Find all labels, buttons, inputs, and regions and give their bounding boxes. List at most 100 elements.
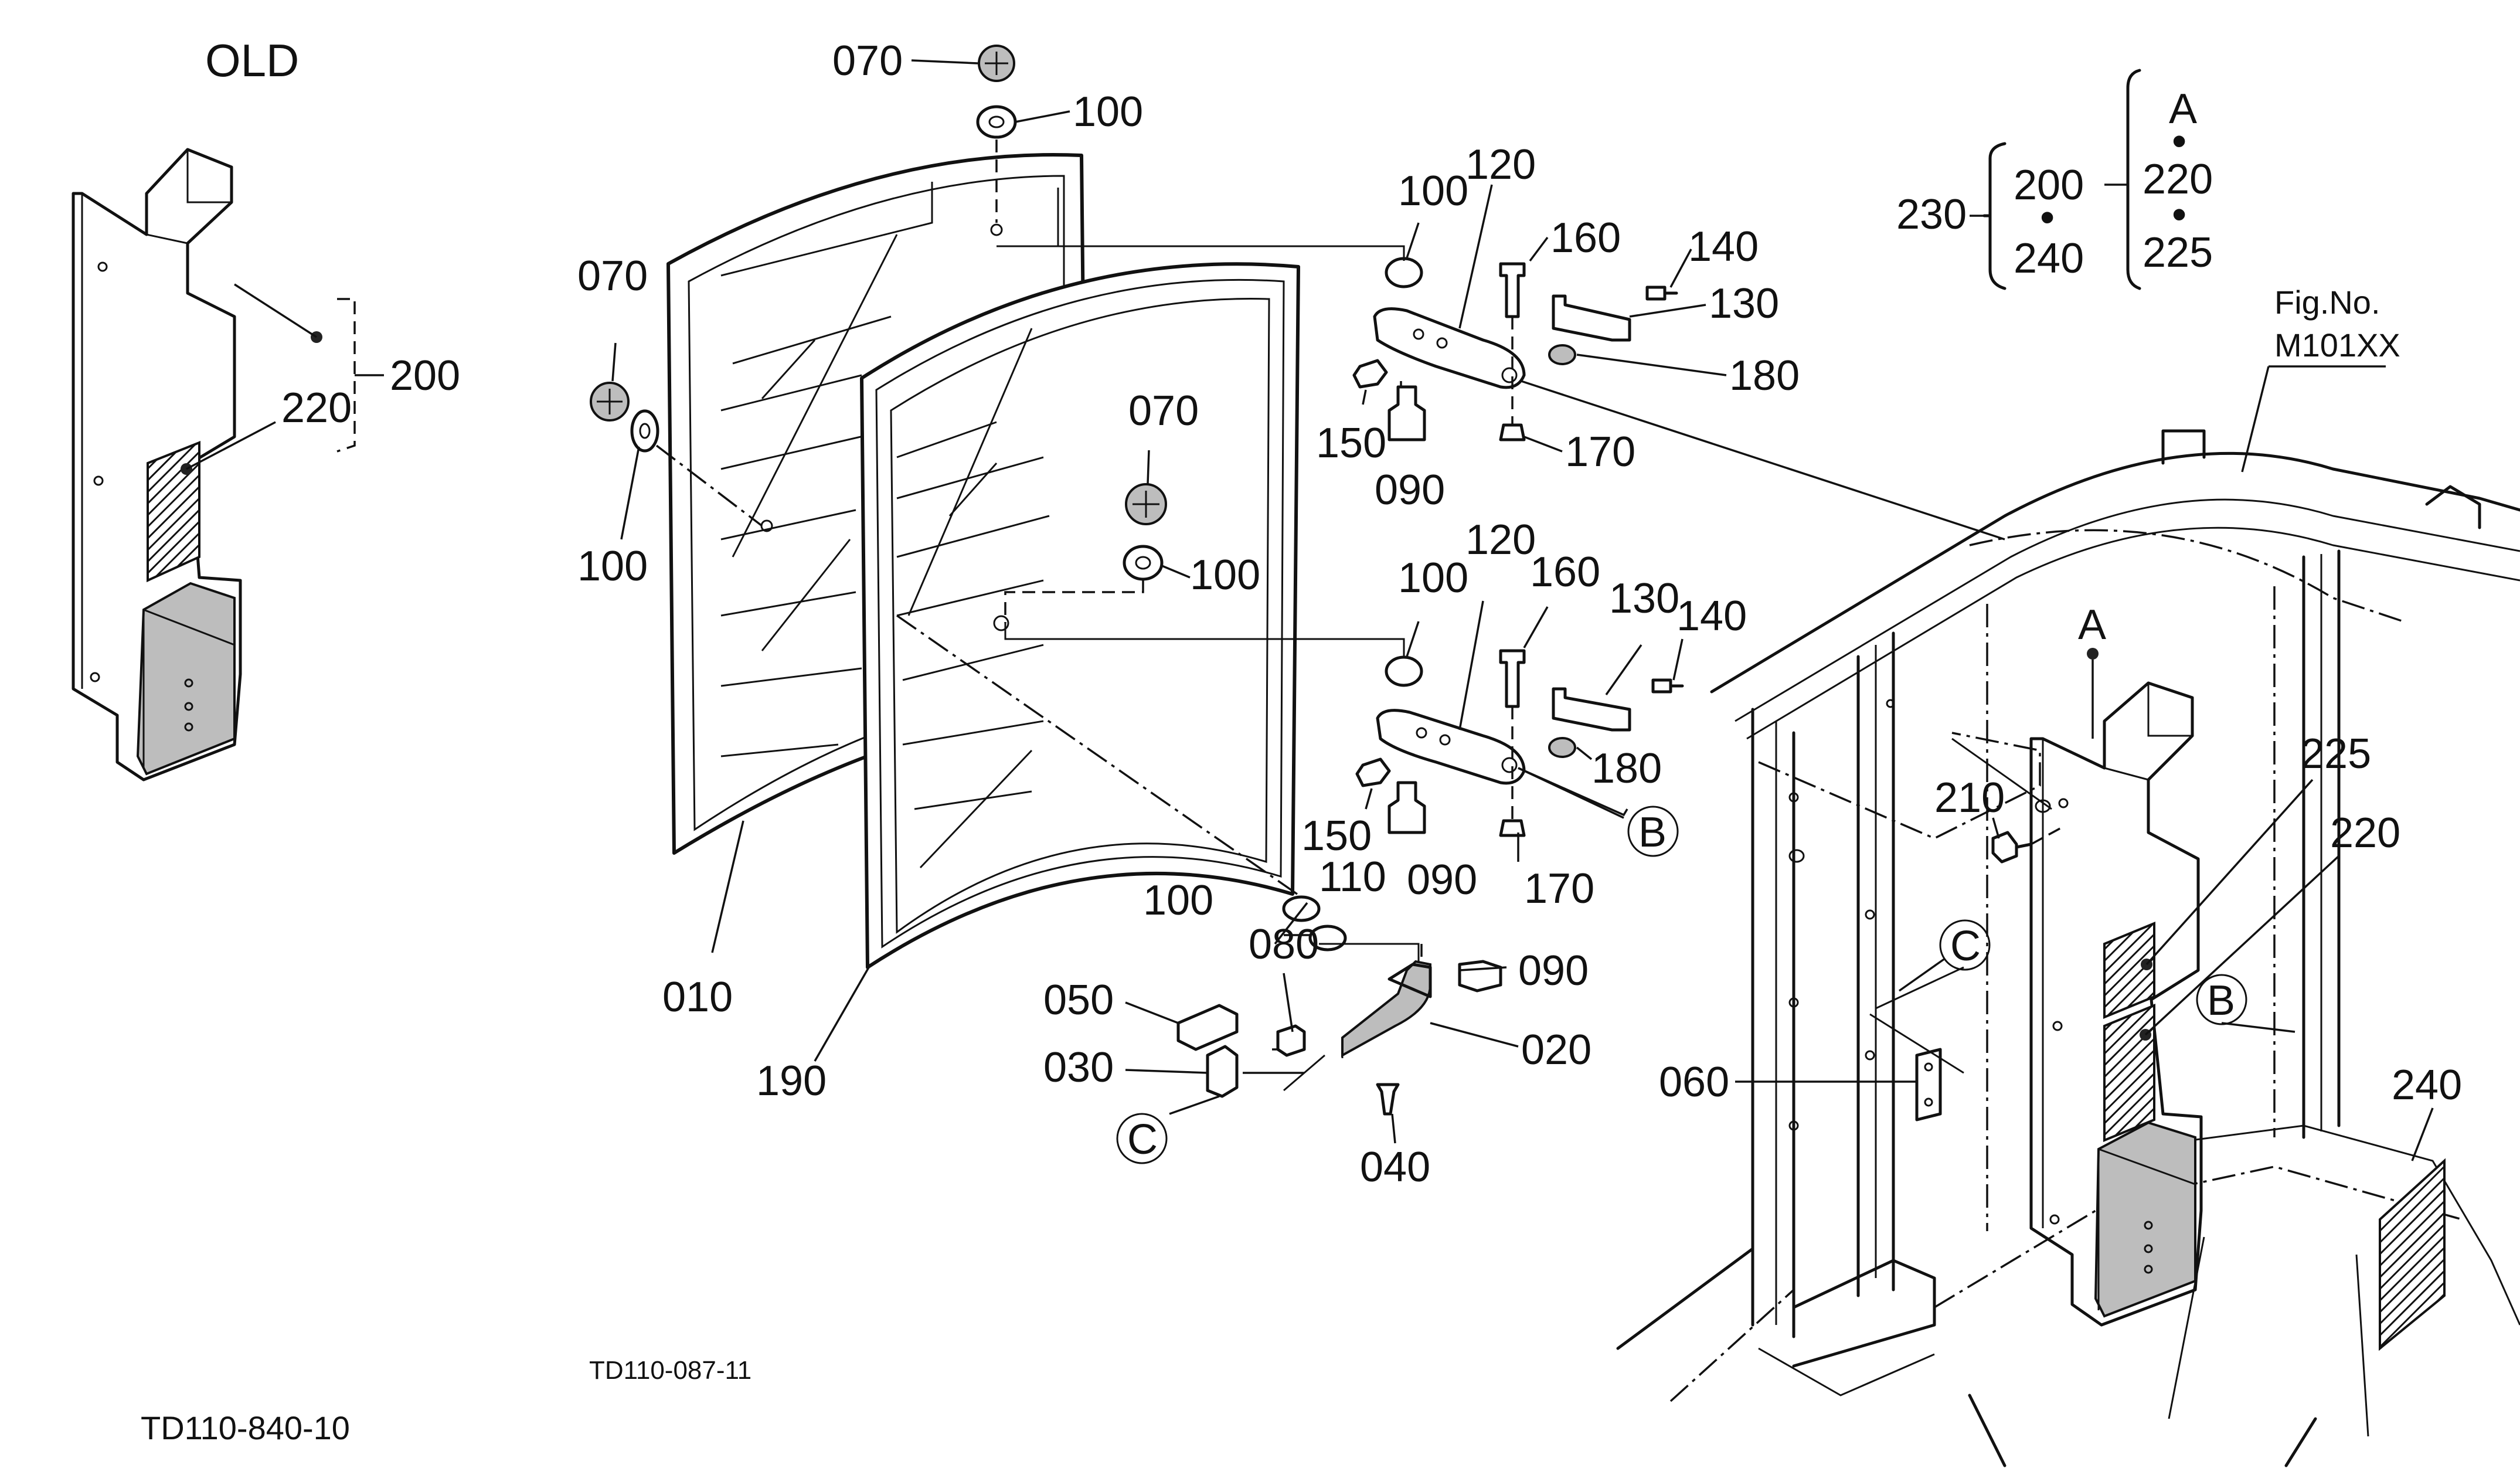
upper-bracket (1552, 294, 1631, 342)
group-right-head: A (2169, 86, 2197, 132)
lower-nut-left (1355, 757, 1391, 787)
washer-bottom-callout: 100 (1143, 877, 1213, 924)
decal-upper-callout: 225 (2301, 730, 2371, 777)
upper-washer (1385, 257, 1423, 288)
upper-pin-callout: 160 (1550, 215, 1621, 261)
old-panel-group: OLD 200 220 (72, 35, 460, 781)
upper-bolt (1645, 286, 1678, 301)
lower-hinge-plate (1376, 709, 1526, 785)
new-lower-cover (2094, 1121, 2196, 1318)
lower-hinge-group: 100 120 160 130 140 180 150 090 170 B (1004, 516, 1747, 912)
group-right-dot-1: • (2172, 118, 2186, 165)
old-header: OLD (205, 35, 299, 86)
upper-cnut-callout: 170 (1565, 429, 1635, 475)
old-decal-callout: 220 (281, 385, 352, 431)
lower-nut-right (1548, 737, 1576, 758)
washer-mid-callout: 100 (1190, 552, 1260, 599)
screw (1376, 1083, 1400, 1116)
frame-bracket (1915, 1048, 1942, 1122)
upper-bolt-callout: 140 (1688, 223, 1759, 270)
fig-no-value: M101XX (2274, 327, 2400, 363)
knob-callout: 080 (1249, 921, 1319, 968)
group-right-dot-2: • (2172, 191, 2186, 238)
decal-lower (2103, 1004, 2155, 1142)
latch-left-callout: 070 (577, 253, 648, 300)
marker-c-lever: C (1127, 1116, 1158, 1163)
glass-rear-callout: 010 (662, 974, 733, 1021)
upper-bumper (1387, 385, 1426, 441)
lower-bolt (1651, 678, 1684, 694)
lower-bracket-callout: 130 (1609, 575, 1679, 622)
decal-side (2379, 1158, 2446, 1351)
lever-bracket (1387, 963, 1432, 998)
lower-cnut-callout: 170 (1524, 865, 1594, 912)
upper-pin (1499, 262, 1526, 318)
spacer-bottom (1308, 925, 1347, 952)
group-right-2: 225 (2142, 229, 2213, 276)
latch-top-callout: 070 (832, 38, 903, 84)
lever (1341, 960, 1431, 1058)
lower-washer-callout: 100 (1398, 555, 1468, 602)
upper-nut-right-callout: 180 (1729, 352, 1800, 399)
new-panel-group: B A 225 220 240 (2029, 602, 2462, 1351)
old-decal (147, 441, 200, 583)
screw-callout: 040 (1360, 1144, 1430, 1191)
group-left-dot: • (2040, 194, 2055, 241)
old-lower-cover (136, 582, 236, 776)
drawing-code: TD110-087-11 (589, 1356, 751, 1385)
washer-left-callout: 100 (577, 543, 648, 590)
lower-bumper-callout: 090 (1407, 857, 1477, 903)
frame-screw (1991, 831, 2033, 864)
washer-mid (1123, 545, 1164, 581)
roof-beam (1710, 451, 2520, 694)
plate (1176, 1004, 1239, 1051)
plate-callout: 050 (1043, 977, 1114, 1024)
assembly-callout: 230 (1896, 191, 1967, 238)
upper-bumper-callout: 090 (1375, 467, 1445, 514)
lower-nut-right-callout: 180 (1591, 745, 1662, 792)
latch-top-group: 070 100 (832, 38, 1143, 223)
upper-cnut (1499, 423, 1526, 441)
upper-bracket-callout: 130 (1709, 280, 1779, 327)
latch-mid-callout: 070 (1128, 388, 1199, 434)
group-right-1: 220 (2142, 156, 2213, 203)
group-left-2: 240 (2014, 235, 2084, 282)
assembly-table: 230 200 • 240 A • 220 • 225 (1896, 69, 2213, 290)
new-side-panel (2029, 681, 2203, 1327)
decal-upper (2103, 922, 2155, 1019)
glass-door-group: 010 190 (662, 152, 1300, 1105)
glass-panel-front (860, 262, 1300, 969)
washer-left (630, 409, 659, 453)
upper-hinge-group: 100 120 160 140 130 180 150 090 170 (997, 141, 2005, 541)
front-pillar (1751, 708, 1795, 1338)
upper-nut-left (1352, 359, 1388, 389)
frame-bracket-callout: 060 (1659, 1059, 1729, 1106)
old-panel-callout: 200 (390, 352, 460, 399)
latch-left-group: 070 100 (577, 253, 763, 590)
latch-mechanism-group: 100 110 080 090 050 030 020 040 C (896, 614, 1591, 1191)
decal-lower-callout: 220 (2330, 810, 2400, 857)
washer-bottom (1282, 895, 1321, 922)
lower-bolt-callout: 140 (1676, 593, 1747, 640)
lower-pin (1499, 649, 1526, 708)
lower-hinge-callout: 120 (1465, 516, 1536, 563)
marker-b-hinge: B (1638, 809, 1667, 856)
marker-b-frame: B (2207, 977, 2235, 1024)
stay (1206, 1045, 1239, 1098)
stay-callout: 030 (1043, 1044, 1114, 1091)
lower-bracket (1552, 687, 1631, 732)
washer-top (976, 105, 1017, 139)
lower-washer (1385, 655, 1423, 687)
upper-hinge-plate (1373, 307, 1526, 389)
glass-front-callout: 190 (756, 1058, 827, 1105)
decal-side-callout: 240 (2392, 1062, 2462, 1109)
page-code: TD110-840-10 (141, 1409, 350, 1446)
bumper-bottom-callout: 090 (1518, 947, 1589, 994)
latch-mid-group: 070 100 (1004, 388, 1260, 623)
upper-nut-right (1548, 344, 1576, 365)
upper-washer-callout: 100 (1398, 168, 1468, 215)
frame-screw-callout: 210 (1934, 774, 2005, 821)
lower-nut-left-callout: 150 (1301, 813, 1372, 859)
fig-no-label: Fig.No. (2274, 284, 2380, 321)
